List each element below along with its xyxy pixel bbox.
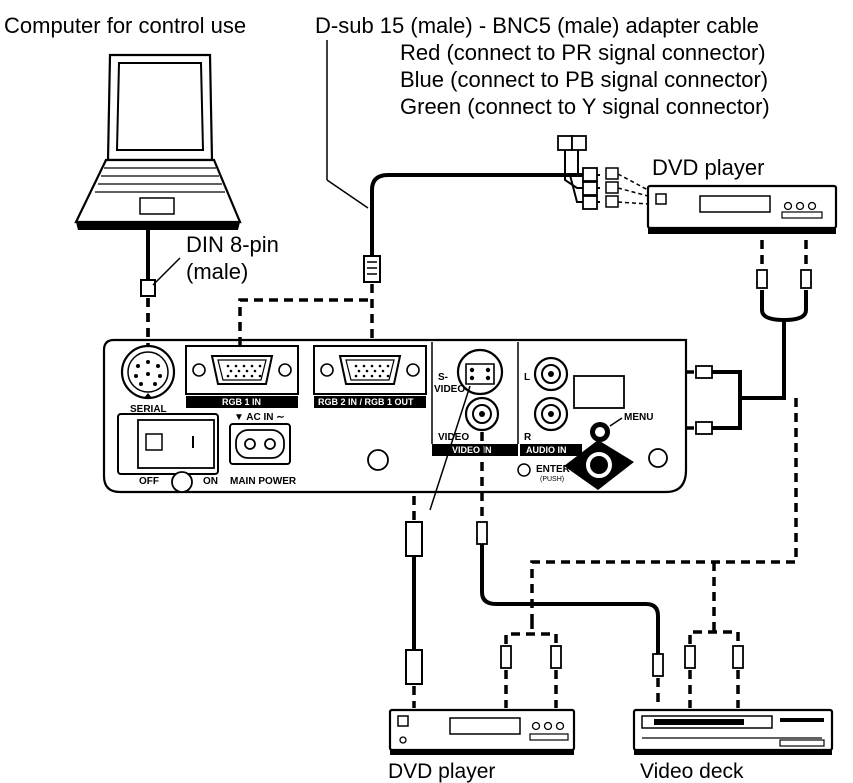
menu-button[interactable] xyxy=(590,422,610,442)
video-deck-icon xyxy=(632,708,834,755)
audio-l-label: L xyxy=(524,372,530,383)
dvd-player-top-icon xyxy=(646,184,838,234)
off-label: OFF xyxy=(139,476,159,487)
push-label: (PUSH) xyxy=(540,476,564,483)
blue-connector-label: Blue (connect to PB signal connector) xyxy=(400,67,768,92)
dsub-plug-icon xyxy=(363,255,381,283)
din-label-line1: DIN 8-pin xyxy=(186,232,279,257)
laptop-icon xyxy=(74,53,242,230)
menu-label: MENU xyxy=(624,412,653,423)
rgb2-in-port: RGB 2 IN / RGB 1 OUT xyxy=(313,345,427,408)
on-label: ON xyxy=(203,476,218,487)
rgb1-in-label: RGB 1 IN xyxy=(222,397,261,407)
rgb2-in-label: RGB 2 IN / RGB 1 OUT xyxy=(318,397,414,407)
dvd-player-top-label: DVD player xyxy=(652,155,764,180)
audio-in-section: L R AUDIO IN xyxy=(520,356,582,456)
dvd-player-bottom-icon xyxy=(388,708,576,755)
serial-label: SERIAL xyxy=(130,404,167,415)
audio-in-label: AUDIO IN xyxy=(526,445,567,455)
main-power-label: MAIN POWER xyxy=(230,476,297,487)
bnc-connectors-icon xyxy=(557,135,649,210)
s-video-label-1: S- xyxy=(438,372,448,383)
enter-joystick[interactable] xyxy=(564,440,634,490)
ac-in-label: ▼ AC IN ∼ xyxy=(234,412,285,423)
video-in-label: VIDEO IN xyxy=(452,445,492,455)
red-connector-label: Red (connect to PR signal connector) xyxy=(400,40,766,65)
main-power-switch xyxy=(117,413,219,475)
serial-port: SERIAL xyxy=(120,344,176,415)
ac-inlet xyxy=(229,423,291,465)
enter-label: ENTER xyxy=(536,464,571,475)
dvd-player-bottom-label: DVD player xyxy=(388,760,495,783)
green-connector-label: Green (connect to Y signal connector) xyxy=(400,94,770,119)
computer-label: Computer for control use xyxy=(4,13,246,38)
projector-panel: SERIAL ▼ AC IN ∼ OFF ON MAIN POWER xyxy=(102,338,688,494)
rgb1-in-port: RGB 1 IN xyxy=(185,345,299,408)
audio-r-label: R xyxy=(524,432,532,443)
adapter-cable-label: D-sub 15 (male) - BNC5 (male) adapter ca… xyxy=(315,13,759,38)
din-plug-icon xyxy=(140,279,156,297)
video-deck-label: Video deck xyxy=(640,760,744,783)
din-label-line2: (male) xyxy=(186,259,248,284)
s-video-label-2: VIDEO xyxy=(434,384,465,395)
